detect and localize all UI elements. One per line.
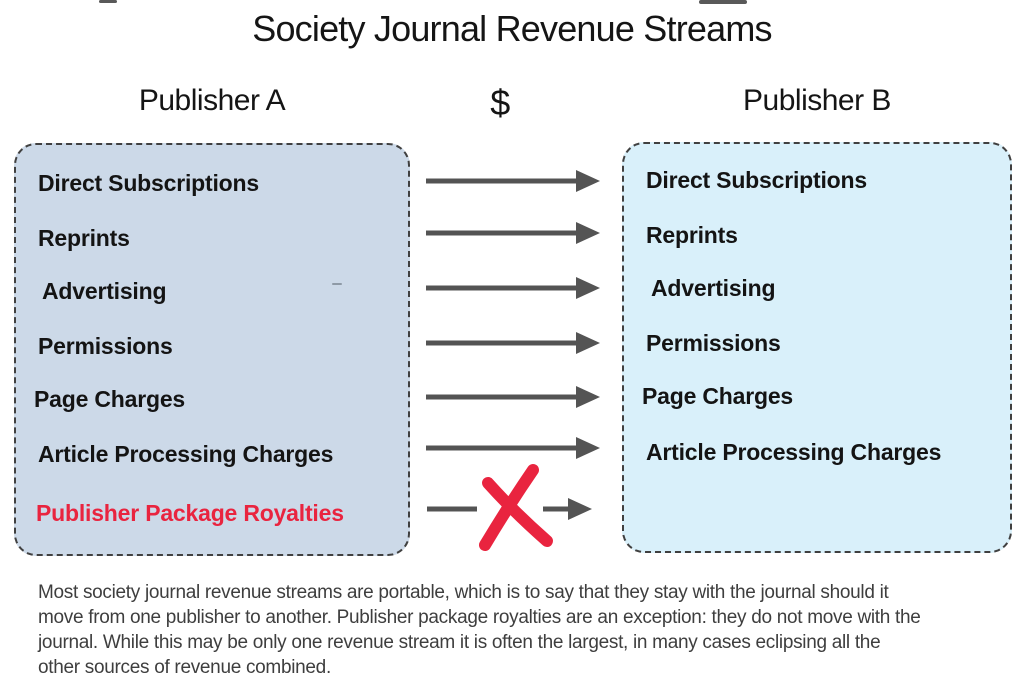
- crop-artifact-left: [99, 0, 117, 3]
- revenue-item-page-charges: Page Charges: [642, 383, 793, 409]
- arrow-direct-subscriptions: [426, 170, 600, 192]
- dollar-symbol: $: [490, 82, 510, 123]
- revenue-item-page-charges: Page Charges: [34, 386, 185, 412]
- revenue-item-publisher-package-royalties: Publisher Package Royalties: [36, 500, 344, 526]
- arrow-permissions: [426, 332, 600, 354]
- arrow-page-charges: [426, 386, 600, 408]
- revenue-item-article-processing-charges: Article Processing Charges: [38, 441, 334, 467]
- caption-line: move from one publisher to another. Publ…: [38, 607, 921, 628]
- arrow-article-processing-charges: [426, 437, 600, 459]
- revenue-item-advertising: Advertising: [651, 275, 776, 301]
- crop-artifact-right: [699, 0, 747, 4]
- revenue-item-article-processing-charges: Article Processing Charges: [646, 439, 942, 465]
- caption: Most society journal revenue streams are…: [38, 580, 921, 680]
- publisher-b-header: Publisher B: [743, 84, 891, 117]
- revenue-item-permissions: Permissions: [38, 333, 173, 359]
- stray-mark: [332, 283, 342, 285]
- caption-line: Most society journal revenue streams are…: [38, 582, 889, 603]
- publisher-a-box: Direct Subscriptions Reprints Advertisin…: [14, 143, 410, 556]
- blocked-arrow: [427, 498, 592, 520]
- diagram-title: Society Journal Revenue Streams: [252, 8, 772, 49]
- revenue-item-permissions: Permissions: [646, 330, 781, 356]
- caption-line: journal. While this may be only one reve…: [38, 632, 881, 653]
- revenue-item-direct-subscriptions: Direct Subscriptions: [646, 167, 867, 193]
- revenue-item-advertising: Advertising: [42, 278, 167, 304]
- revenue-item-reprints: Reprints: [646, 222, 738, 248]
- publisher-b-box: Direct Subscriptions Reprints Advertisin…: [622, 142, 1012, 553]
- revenue-item-direct-subscriptions: Direct Subscriptions: [38, 170, 259, 196]
- arrow-reprints: [426, 222, 600, 244]
- red-x-icon: [479, 464, 553, 551]
- publisher-a-header: Publisher A: [138, 84, 286, 117]
- revenue-item-reprints: Reprints: [38, 225, 130, 251]
- arrow-advertising: [426, 277, 600, 299]
- caption-line: other sources of revenue combined.: [38, 657, 331, 678]
